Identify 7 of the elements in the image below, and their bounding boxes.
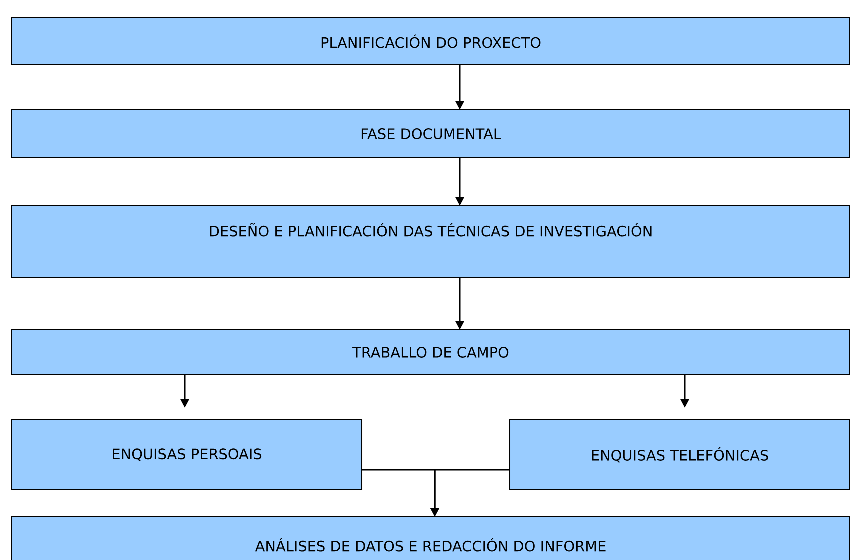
process-box: ENQUISAS PERSOAIS bbox=[12, 419, 362, 490]
process-box: ANÁLISES DE DATOS E REDACCIÓN DO INFORME bbox=[12, 516, 850, 560]
process-box: PLANIFICACIÓN DO PROXECTO bbox=[12, 18, 850, 66]
process-box: FASE DOCUMENTAL bbox=[12, 109, 850, 158]
process-box: ENQUISAS TELEFÓNICAS bbox=[510, 419, 850, 490]
process-box: TRABALLO DE CAMPO bbox=[12, 329, 850, 376]
process-box: DESEÑO E PLANIFICACIÓN DAS TÉCNICAS DE INVESTIGACIÓN bbox=[12, 205, 850, 278]
